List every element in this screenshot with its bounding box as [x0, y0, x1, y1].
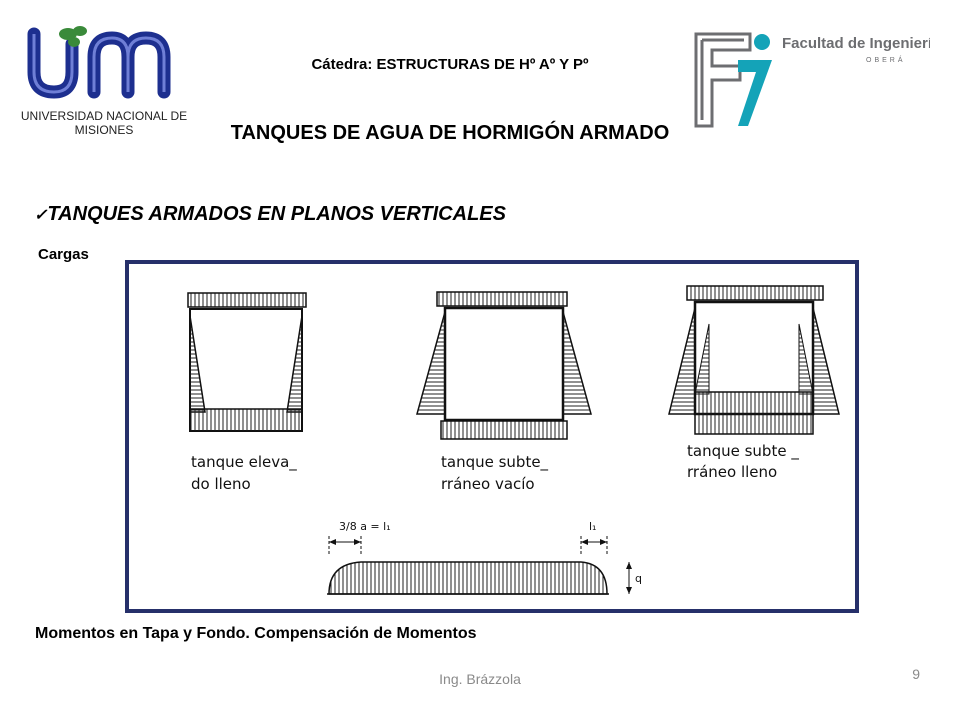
catedra-label: Cátedra: ESTRUCTURAS DE Hº Aº Y Pº — [311, 56, 589, 73]
check-icon: ✓ — [34, 207, 48, 224]
university-name: UNIVERSIDAD NACIONAL DE MISIONES — [20, 109, 188, 137]
page-number: 9 — [912, 666, 920, 682]
unam-logo — [27, 26, 171, 99]
beam-load-diagram: 3/8 a = l₁ l₁ q — [289, 516, 657, 609]
section-subtitle: ✓TANQUES ARMADOS EN PLANOS VERTICALES — [34, 203, 506, 226]
faculty-logo-text: Facultad de Ingeniería — [782, 35, 930, 52]
faculty-logo: Facultad de Ingeniería OBERÁ — [694, 32, 930, 128]
tank2-label-line2: rráneo vacío — [441, 475, 535, 493]
faculty-logo-sub: OBERÁ — [866, 55, 906, 64]
tank3-label-line2: rráneo lleno — [687, 463, 777, 481]
loads-diagram: tanque eleva_ do lleno tanque subte_ rrá… — [187, 285, 840, 609]
tank3-label-line1: tanque subte _ — [687, 442, 799, 461]
tank1-label-line1: tanque eleva_ — [191, 453, 297, 472]
beam-dim-right: l₁ — [589, 520, 596, 533]
tank2-label-line1: tanque subte_ — [441, 453, 549, 472]
author-footer: Ing. Brázzola — [439, 671, 521, 687]
page-title: TANQUES DE AGUA DE HORMIGÓN ARMADO — [230, 122, 670, 144]
beam-dim-label: 3/8 a = l₁ — [339, 520, 391, 533]
figure-caption: Momentos en Tapa y Fondo. Compensación d… — [35, 625, 477, 642]
tank-underground-empty: tanque subte_ rráneo vacío — [416, 291, 592, 493]
beam-load-label: q — [635, 572, 642, 585]
tank1-label-line2: do lleno — [191, 475, 251, 493]
section-subtitle-text: TANQUES ARMADOS EN PLANOS VERTICALES — [47, 203, 506, 225]
cargas-label: Cargas — [38, 246, 89, 263]
loads-figure: tanque eleva_ do lleno tanque subte_ rrá… — [125, 260, 859, 613]
tank-underground-full: tanque subte _ rráneo lleno — [668, 285, 840, 481]
tank-elevated-full: tanque eleva_ do lleno — [187, 292, 307, 493]
